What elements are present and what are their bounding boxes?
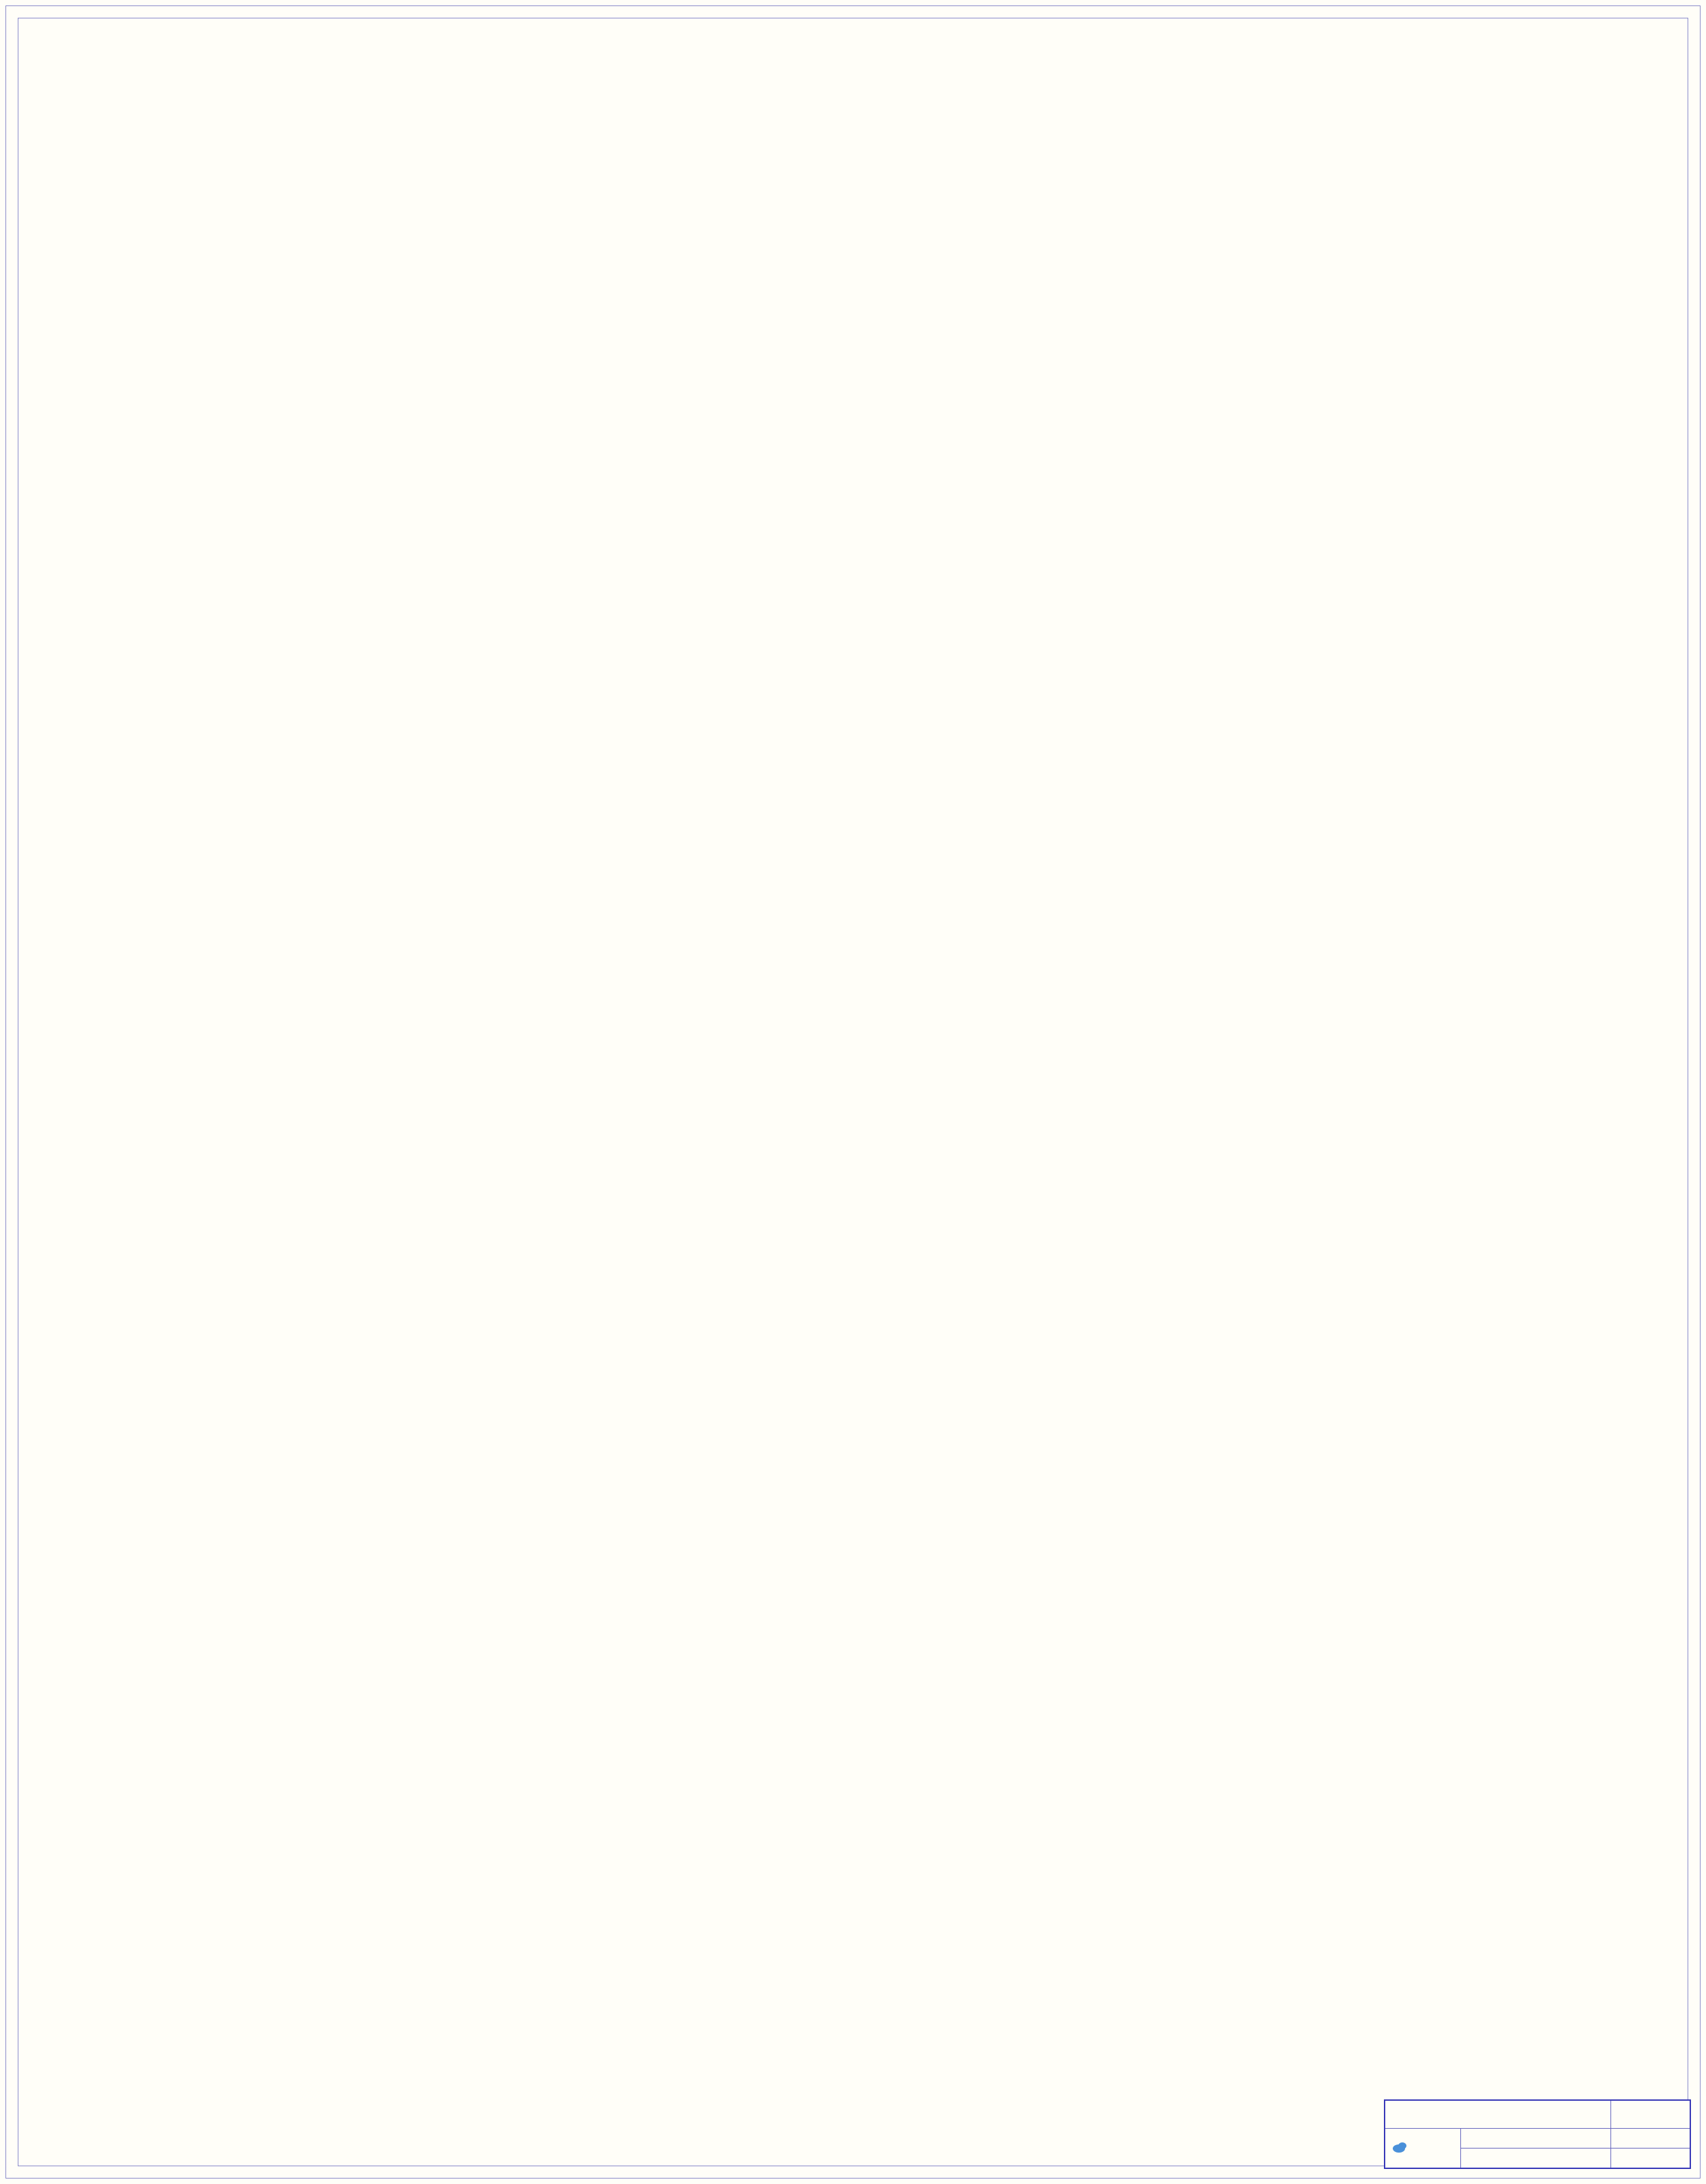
titleblock-divider [1460, 2128, 1461, 2168]
easyeda-logo [1391, 2139, 1458, 2159]
titleblock-divider [1460, 2148, 1690, 2149]
titleblock-divider [1610, 2101, 1611, 2168]
logo-cloud-icon [1398, 2142, 1406, 2149]
title-block [1384, 2099, 1691, 2169]
frame-inner-border [18, 18, 1688, 2166]
easyeda-logo-graphic [1393, 2142, 1406, 2153]
frame-outer-border [5, 5, 1701, 2179]
titleblock-divider [1385, 2128, 1690, 2129]
